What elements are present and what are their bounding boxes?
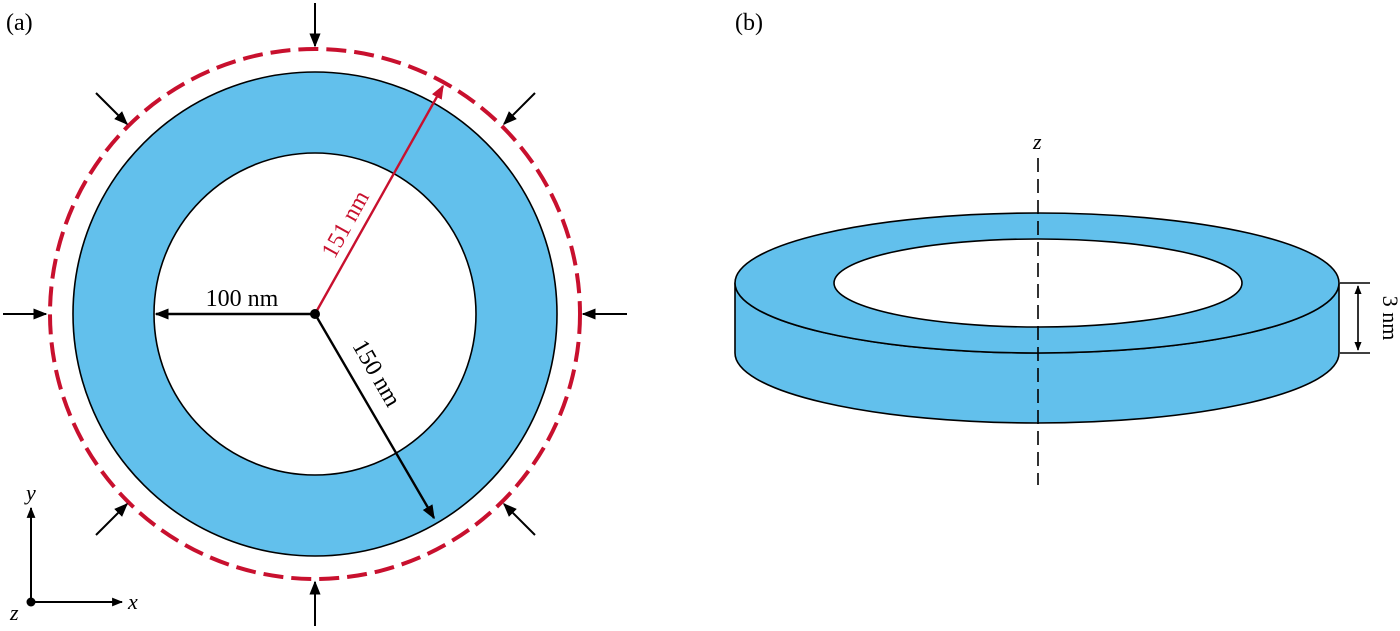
inner-radius-label: 100 nm xyxy=(206,286,279,312)
outer-dashed-circle xyxy=(48,47,582,581)
coordinate-axes: y x z xyxy=(9,480,138,625)
compression-arrows xyxy=(3,3,627,626)
panel-b-label: (b) xyxy=(735,10,763,36)
ring-annulus xyxy=(72,71,558,557)
compression-arrow-top-right xyxy=(503,92,536,125)
z-axis-origin xyxy=(26,597,36,607)
panel-a: (a) 151 nm 150 nm 100 nm xyxy=(3,3,627,626)
y-axis-label: y xyxy=(24,480,36,505)
ring-top-face xyxy=(734,212,1340,354)
compression-arrow-bottom-left xyxy=(95,503,128,536)
z-axis-label: z xyxy=(9,600,19,625)
panel-b: (b) z 3 nm xyxy=(734,10,1400,485)
panel-a-label: (a) xyxy=(6,10,33,36)
thickness-dimension xyxy=(1340,282,1370,354)
compression-arrow-bottom-right xyxy=(503,503,536,536)
outer-radius-arrow xyxy=(313,84,445,315)
center-point xyxy=(310,309,320,319)
ring-radius-arrow xyxy=(313,313,436,520)
panel-b-z-label: z xyxy=(1032,129,1042,154)
thickness-label: 3 nm xyxy=(1378,296,1400,341)
ring-radius-label: 150 nm xyxy=(347,336,406,412)
x-axis-label: x xyxy=(127,589,138,614)
compression-arrow-top-left xyxy=(95,92,128,125)
